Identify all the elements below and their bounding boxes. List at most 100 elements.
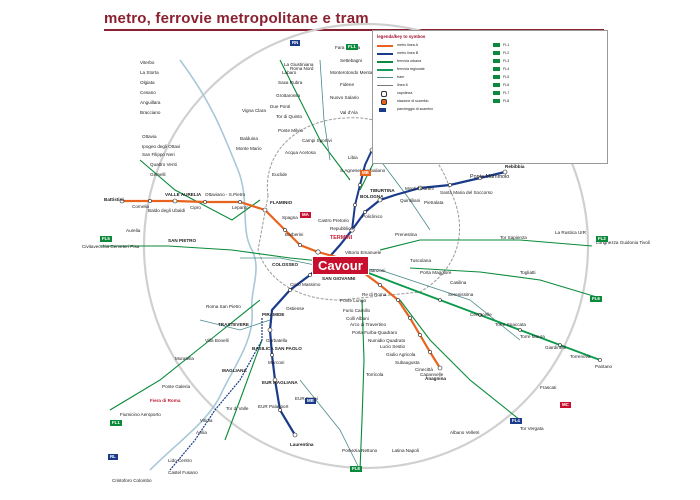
station-lido-centro[interactable]: Lido Centro: [168, 458, 192, 463]
station-cristoforo[interactable]: Cristoforo Colombo: [112, 478, 152, 483]
station-porta-maggiore[interactable]: Porta Maggiore: [420, 270, 452, 275]
station-cipro[interactable]: Cipro: [190, 205, 201, 210]
station-cinecitta[interactable]: Cinecittà: [415, 367, 433, 372]
station-tor-di-valle[interactable]: Tor di Valle: [226, 406, 249, 411]
station-serenissima[interactable]: Serenissima: [448, 292, 474, 297]
station-muratella[interactable]: Muratella: [175, 356, 194, 361]
station-monte-mario[interactable]: Monte Mario: [236, 146, 262, 151]
station-circo-massimo[interactable]: Circo Massimo: [290, 282, 321, 287]
station-cornelia[interactable]: Cornelia: [132, 204, 150, 209]
station-numidio[interactable]: Numidio Quadrato: [368, 338, 406, 343]
station-torrenova[interactable]: Torrenova: [570, 354, 591, 359]
station-capannelle[interactable]: Capannelle: [420, 372, 444, 377]
station-colli-albani[interactable]: Colli Albani: [346, 316, 369, 321]
station-baldo[interactable]: Baldo degli Ubaldi: [148, 208, 186, 213]
station-anagnina[interactable]: Anagnina: [425, 376, 446, 381]
station-eur-palasport[interactable]: EUR Palasport: [258, 404, 289, 409]
station-tuscolana[interactable]: Tuscolana: [410, 258, 432, 263]
station-battistini[interactable]: Battistini: [104, 197, 124, 202]
station-furio-camillo[interactable]: Furio Camillo: [343, 308, 371, 313]
station-tiburtina[interactable]: TIBURTINA: [370, 188, 395, 193]
station-togliatti[interactable]: Togliatti: [520, 270, 536, 275]
station-monti-tiburtini[interactable]: Monti Tiburtini: [405, 186, 434, 191]
station-labaro[interactable]: Labaro: [282, 70, 297, 75]
station-balduina[interactable]: Balduina: [240, 136, 258, 141]
station-tor-sapienza[interactable]: Tor Sapienza: [500, 235, 527, 240]
station-torricola[interactable]: Torricola: [366, 372, 384, 377]
station-nuovo-salario[interactable]: Nuovo Salario: [330, 95, 359, 100]
station-eur-magliana[interactable]: EUR MAGLIANA: [262, 380, 298, 385]
station-pantano[interactable]: Pantano: [595, 364, 613, 369]
station-laurentina[interactable]: Laurentina: [290, 442, 314, 447]
station-casilina[interactable]: Casilina: [450, 280, 467, 285]
station-san-filippo[interactable]: San Filippo Neri: [142, 152, 175, 157]
station-albano[interactable]: Albano Velletri: [450, 430, 480, 435]
station-saxa-rubra[interactable]: Saxa Rubra: [278, 80, 303, 85]
station-valle-aurelia[interactable]: VALLE AURELIA: [165, 192, 202, 197]
station-ponte-galeria[interactable]: Ponte Galeria: [162, 384, 191, 389]
station-pietralata[interactable]: Pietralata: [424, 200, 444, 205]
station-acqua-acetosa[interactable]: Acqua Acetosa: [285, 150, 316, 155]
station-olgiata[interactable]: Olgiata: [140, 80, 155, 85]
cavour-callout[interactable]: Cavour: [312, 256, 369, 275]
station-prenestina[interactable]: Prenestina: [395, 232, 417, 237]
station-frascati[interactable]: Frascati: [540, 385, 557, 390]
station-tor-vergata[interactable]: Tor Vergata: [520, 426, 544, 431]
station-acilia[interactable]: Acilia: [196, 430, 207, 435]
station-termini[interactable]: TERMINI: [330, 235, 353, 241]
station-porta-furba[interactable]: Porta Furba-Quadraro: [352, 330, 398, 335]
station-roma-san-pietro[interactable]: Roma San Pietro: [206, 304, 241, 309]
station-subaugusta[interactable]: Subaugusta: [395, 360, 420, 365]
station-roma-nord[interactable]: Roma Nord: [290, 66, 314, 71]
station-fiera-roma[interactable]: Fiera di Roma: [150, 398, 181, 403]
station-vigna-clara[interactable]: Vigna Clara: [242, 108, 266, 113]
station-civitavecchia[interactable]: Civitavecchia Cerveteri Pisa: [82, 244, 140, 249]
station-giardinetti[interactable]: Giardinetti: [545, 345, 566, 350]
station-campi-sportivi[interactable]: Campi Sportivi: [302, 138, 332, 143]
station-la-rustica[interactable]: La Rustica UIR: [555, 230, 586, 235]
station-arco-travertino[interactable]: Arco di Travertino: [350, 322, 386, 327]
station-torre-maura[interactable]: Torre Maura: [520, 334, 545, 339]
station-latina[interactable]: Latina Napoli: [392, 448, 419, 453]
station-lepanto[interactable]: Lepanto: [232, 205, 249, 210]
station-castel-fusano[interactable]: Castel Fusano: [168, 470, 198, 475]
station-gemelli[interactable]: Gemelli: [150, 172, 166, 177]
station-grottarossa[interactable]: Grottarossa: [276, 93, 300, 98]
station-lucio-sestio[interactable]: Lucio Sestio: [380, 344, 406, 349]
station-fiumicino[interactable]: Fiumicino Aeroporto: [120, 412, 161, 417]
station-anguillara[interactable]: Anguillara: [140, 100, 161, 105]
station-ottavia[interactable]: Ottavia: [142, 134, 157, 139]
station-villa-bonelli[interactable]: Villa Bonelli: [205, 338, 229, 343]
station-flaminio[interactable]: FLAMINIO: [270, 200, 293, 205]
station-basilica[interactable]: BASILICA SAN PAOLO: [252, 346, 302, 351]
station-settebagni[interactable]: Settebagni: [340, 58, 362, 63]
station-san-pietro[interactable]: SAN PIETRO: [168, 238, 197, 243]
station-libia[interactable]: Libia: [348, 155, 358, 160]
station-ottaviano[interactable]: Ottaviano - S.Pietro: [205, 192, 246, 197]
station-garbatella[interactable]: Garbatella: [266, 338, 288, 343]
station-manzoni[interactable]: Manzoni: [368, 268, 386, 273]
station-quattro-venti[interactable]: Quattro Venti: [150, 162, 177, 167]
station-magliana[interactable]: MAGLIANA: [222, 368, 247, 373]
station-castro-pretorio[interactable]: Castro Pretorio: [318, 218, 349, 223]
station-santa-maria[interactable]: Santa Maria del Soccorso: [440, 190, 493, 195]
station-lunghezza[interactable]: Lunghezza Guidonia Tivoli: [596, 240, 650, 245]
station-viterbo[interactable]: Viterbo: [140, 60, 155, 65]
station-marconi[interactable]: Marconi: [268, 360, 285, 365]
station-monterotondo[interactable]: Monterotondo Mentana: [330, 70, 378, 75]
station-ponte-lungo[interactable]: Ponte Lungo: [340, 298, 367, 303]
station-aurelia[interactable]: Aurelia: [126, 228, 141, 233]
station-pomezia[interactable]: Pomezia Nettuno: [342, 448, 378, 453]
station-barberini[interactable]: Barberini: [285, 232, 304, 237]
station-euclide[interactable]: Euclide: [272, 172, 288, 177]
station-re-di-roma[interactable]: Re di Roma: [362, 292, 387, 297]
station-vittorio[interactable]: Vittorio Emanuele: [345, 250, 382, 255]
station-la-giustiniana[interactable]: La Giustiniana: [284, 62, 314, 67]
station-policlinico[interactable]: Policlinico: [362, 214, 383, 219]
station-centocelle[interactable]: Centocelle: [470, 312, 492, 317]
station-ponte-mammolo[interactable]: Ponte Mammolo: [470, 174, 510, 180]
station-ostiense[interactable]: Ostiense: [286, 306, 305, 311]
station-fidene[interactable]: Fidene: [340, 82, 355, 87]
station-rebibbia[interactable]: Rebibbia: [505, 164, 525, 169]
